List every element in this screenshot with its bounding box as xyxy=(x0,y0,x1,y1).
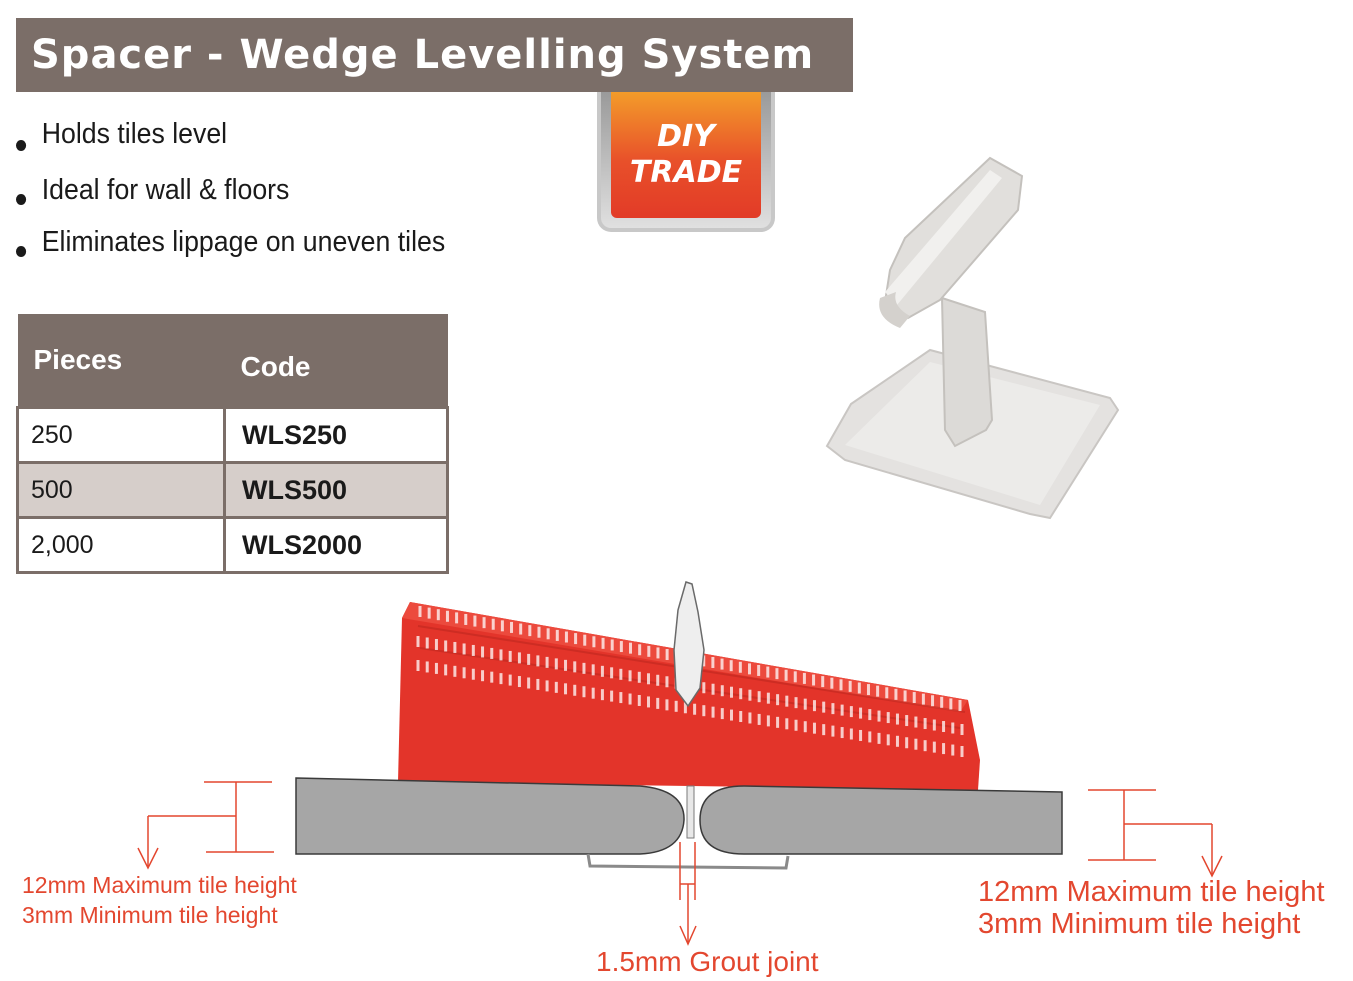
badge-line1: DIY xyxy=(657,119,715,154)
table-row: 2,000 WLS2000 xyxy=(16,516,449,574)
header-code: Code xyxy=(224,314,448,408)
code-cell: WLS500 xyxy=(223,461,449,519)
page-title: Spacer - Wedge Levelling System xyxy=(31,32,815,78)
grout-joint-label: 1.5mm Grout joint xyxy=(596,946,819,977)
left-height-label: 12mm Maximum tile height 3mm Minimum til… xyxy=(22,870,297,930)
right-min-height: 3mm Minimum tile height xyxy=(978,908,1301,940)
grout-joint-marker xyxy=(679,842,697,946)
badge-line2: TRADE xyxy=(629,155,743,190)
tile-right xyxy=(699,785,1063,855)
pieces-cell: 2,000 xyxy=(16,516,226,574)
feature-item: Ideal for wall & floors xyxy=(16,174,445,226)
spacer-clip-image xyxy=(825,156,1120,520)
pieces-cell: 250 xyxy=(16,406,226,464)
pieces-cell: 500 xyxy=(16,461,226,519)
table-header-row: Pieces Code xyxy=(17,314,448,408)
badge-label: DIY TRADE xyxy=(611,92,761,218)
code-cell: WLS250 xyxy=(223,406,449,464)
product-code-table: Pieces Code 250 WLS250 500 WLS500 2,000 … xyxy=(16,314,449,574)
left-max-height: 12mm Maximum tile height xyxy=(22,872,297,898)
code-cell: WLS2000 xyxy=(223,516,449,574)
feature-list: Holds tiles level Ideal for wall & floor… xyxy=(16,118,483,278)
right-height-label: 12mm Maximum tile height 3mm Minimum til… xyxy=(978,876,1325,940)
feature-item: Holds tiles level xyxy=(16,118,445,174)
tile-left xyxy=(295,777,685,855)
header-pieces: Pieces xyxy=(17,314,225,408)
table-row: 500 WLS500 xyxy=(16,461,449,519)
right-height-marker xyxy=(1088,789,1223,878)
clip-base xyxy=(586,581,790,870)
left-height-marker xyxy=(137,781,274,870)
left-min-height: 3mm Minimum tile height xyxy=(22,902,278,928)
title-bar: Spacer - Wedge Levelling System xyxy=(16,18,853,92)
table-row: 250 WLS250 xyxy=(16,406,449,464)
feature-item: Eliminates lippage on uneven tiles xyxy=(16,226,445,278)
diy-trade-badge: DIY TRADE xyxy=(597,92,777,234)
right-max-height: 12mm Maximum tile height xyxy=(978,876,1325,908)
